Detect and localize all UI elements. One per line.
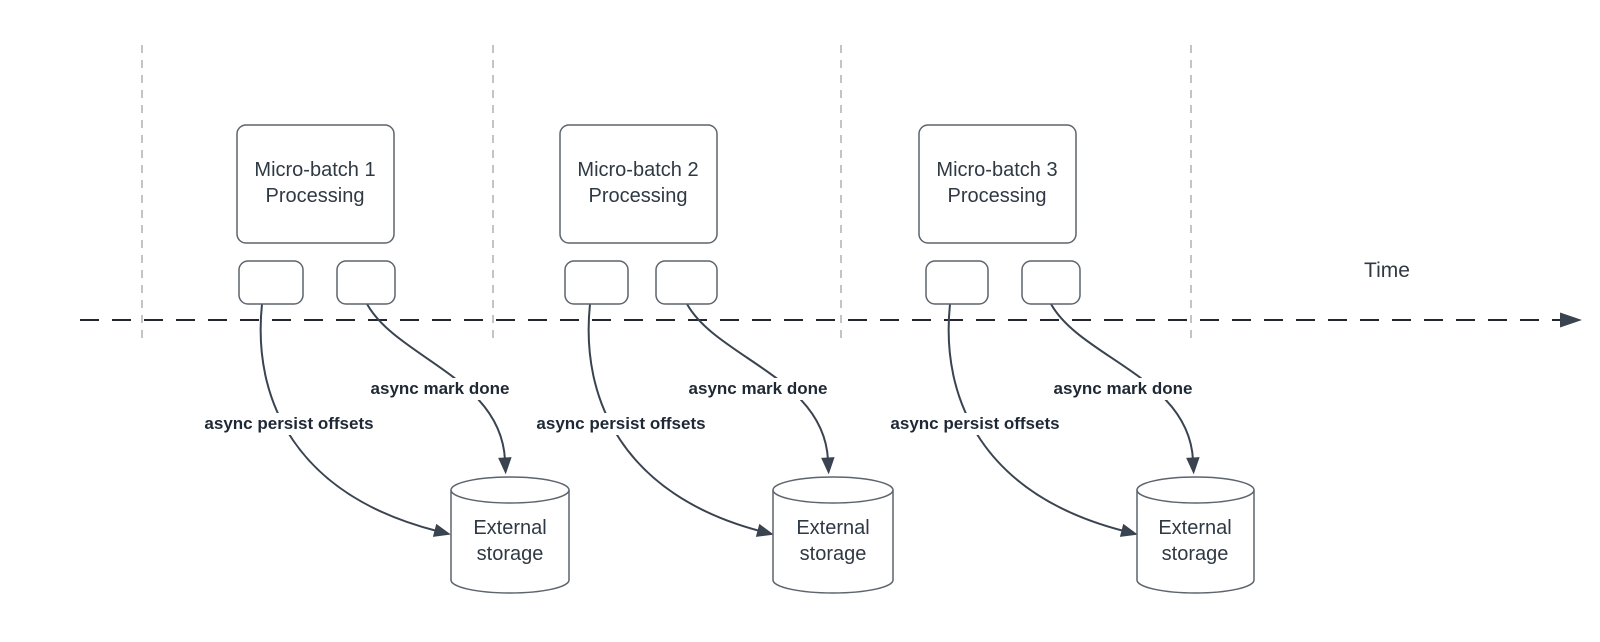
micro-batch-3-title: Micro-batch 3 Processing — [936, 157, 1057, 209]
storage-cylinder-body-1 — [450, 490, 570, 594]
timeline-arrowhead-icon — [1560, 312, 1582, 328]
mark-done-label-1: async mark done — [366, 378, 514, 400]
micro-batch-2-subtitle: Processing — [588, 185, 688, 207]
storage-cylinder-top-2 — [772, 476, 894, 504]
external-storage-title-1: External storage — [473, 515, 546, 567]
external-storage-title-2: External storage — [796, 515, 869, 567]
storage-cylinder-body-3 — [1136, 490, 1255, 594]
persist-offsets-label-2: async persist offsets — [532, 413, 710, 435]
micro-batch-3-subtitle: Processing — [947, 185, 1047, 207]
external-storage-3-line1: External — [1158, 517, 1232, 539]
external-storage-2-line1: External — [796, 517, 870, 539]
persist-offsets-arrow-3 — [947, 303, 1138, 537]
mark-done-arrow-1 — [366, 303, 512, 475]
mark-done-label-2: async mark done — [684, 378, 832, 400]
done-task-box-2 — [655, 260, 718, 305]
persist-task-box-2 — [564, 260, 629, 305]
micro-batch-3-name: Micro-batch 3 — [936, 159, 1058, 181]
persist-task-box-1 — [238, 260, 304, 305]
persist-offsets-arrow-2 — [587, 303, 774, 537]
micro-batch-3-box — [918, 124, 1077, 244]
external-storage-title-3: External storage — [1158, 515, 1231, 567]
persist-task-box-3 — [925, 260, 989, 305]
done-task-box-3 — [1021, 260, 1081, 305]
micro-batch-2-title: Micro-batch 2 Processing — [577, 157, 698, 209]
done-task-box-1 — [336, 260, 396, 305]
micro-batch-1-title: Micro-batch 1 Processing — [254, 157, 375, 209]
mark-done-arrow-2 — [686, 303, 835, 475]
persist-offsets-label-3: async persist offsets — [886, 413, 1064, 435]
persist-offsets-label-1: async persist offsets — [200, 413, 378, 435]
time-axis-label: Time — [1364, 259, 1410, 282]
persist-offsets-arrow-1 — [259, 303, 451, 537]
external-storage-1-line2: storage — [476, 543, 544, 565]
storage-cylinder-top-3 — [1136, 476, 1255, 504]
external-storage-2-line2: storage — [799, 543, 867, 565]
storage-cylinder-top-1 — [450, 476, 570, 504]
storage-cylinder-body-2 — [772, 490, 894, 594]
external-storage-3-line2: storage — [1161, 543, 1229, 565]
micro-batch-2-box — [559, 124, 718, 244]
micro-batch-1-box — [236, 124, 395, 244]
external-storage-1-line1: External — [473, 517, 547, 539]
micro-batch-2-name: Micro-batch 2 — [577, 159, 699, 181]
mark-done-label-3: async mark done — [1049, 378, 1197, 400]
micro-batch-1-subtitle: Processing — [265, 185, 365, 207]
mark-done-arrow-3 — [1050, 303, 1200, 475]
micro-batch-1-name: Micro-batch 1 — [254, 159, 376, 181]
